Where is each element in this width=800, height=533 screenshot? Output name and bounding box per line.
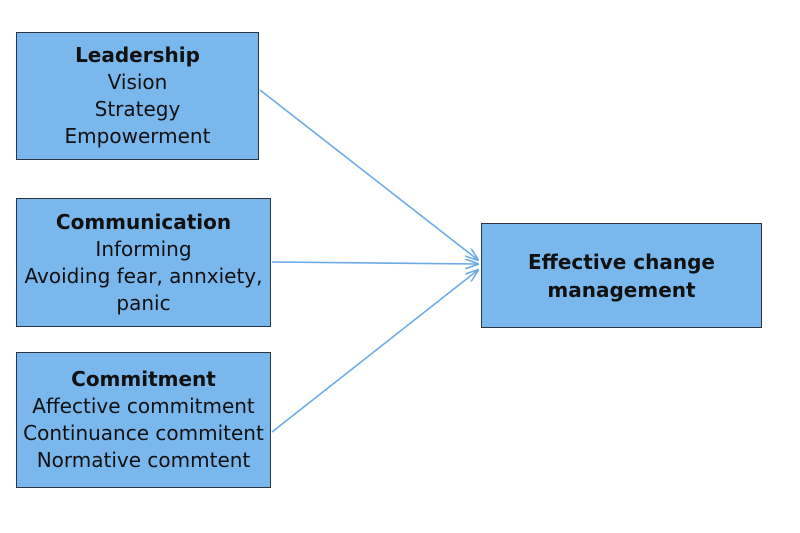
commitment-item-affective: Affective commitment (32, 394, 255, 418)
effective-title-line-1: Effective change (528, 249, 715, 274)
commitment-title: Commitment (71, 367, 216, 391)
effective-title-line-2: management (547, 277, 696, 302)
leadership-box: Leadership Vision Strategy Empowerment (16, 32, 259, 160)
effective-change-management-box: Effective change management (481, 223, 762, 328)
arrow-communication-to-effective (271, 262, 478, 264)
leadership-item-vision: Vision (107, 70, 168, 94)
commitment-box: Commitment Affective commitment Continua… (16, 352, 271, 488)
communication-item-informing: Informing (95, 236, 192, 261)
arrow-commitment-to-effective (271, 270, 478, 433)
commitment-item-normative: Normative commtent (36, 448, 251, 472)
communication-item-panic: panic (116, 290, 171, 315)
arrow-leadership-to-effective (259, 89, 478, 260)
leadership-title: Leadership (75, 43, 200, 67)
leadership-item-empowerment: Empowerment (64, 124, 211, 148)
communication-title: Communication (55, 209, 232, 234)
communication-box: Communication Informing Avoiding fear, a… (16, 198, 271, 327)
leadership-item-strategy: Strategy (94, 97, 181, 121)
commitment-item-continuance: Continuance commitent (23, 421, 264, 445)
communication-item-avoiding-fear: Avoiding fear, annxiety, (24, 263, 263, 288)
